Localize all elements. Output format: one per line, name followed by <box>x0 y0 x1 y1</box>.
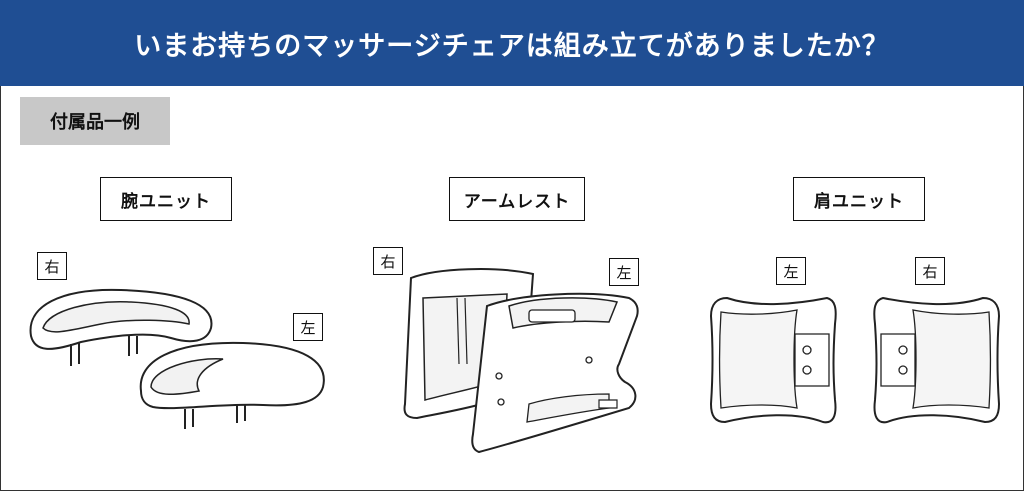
armrest-left-tag: 左 <box>609 258 639 286</box>
section-tag: 付属品一例 <box>20 97 170 145</box>
shoulder-unit-left-illustration <box>707 294 839 426</box>
accessories-panel: 付属品一例 腕ユニット 右 左 アームレスト 右 左 <box>0 86 1024 491</box>
header-banner: いまお持ちのマッサージチェアは組み立てがありましたか？ <box>0 0 1024 86</box>
armrest-front-illustration <box>469 284 645 464</box>
arm-unit-right-tag: 右 <box>37 252 67 280</box>
page-title: いまお持ちのマッサージチェアは組み立てがありましたか？ <box>134 30 890 62</box>
arm-unit-right-illustration <box>21 276 221 376</box>
shoulder-unit-right-tag: 右 <box>915 257 945 285</box>
shoulder-unit-left-tag: 左 <box>776 257 806 285</box>
armrest-right-tag: 右 <box>373 247 403 275</box>
shoulder-unit-label: 肩ユニット <box>793 177 925 221</box>
arm-unit-left-tag: 左 <box>293 313 323 341</box>
arm-unit-left-illustration <box>133 331 333 431</box>
armrest-label: アームレスト <box>449 177 585 221</box>
shoulder-unit-right-illustration <box>871 294 1003 426</box>
arm-unit-label: 腕ユニット <box>100 177 232 221</box>
